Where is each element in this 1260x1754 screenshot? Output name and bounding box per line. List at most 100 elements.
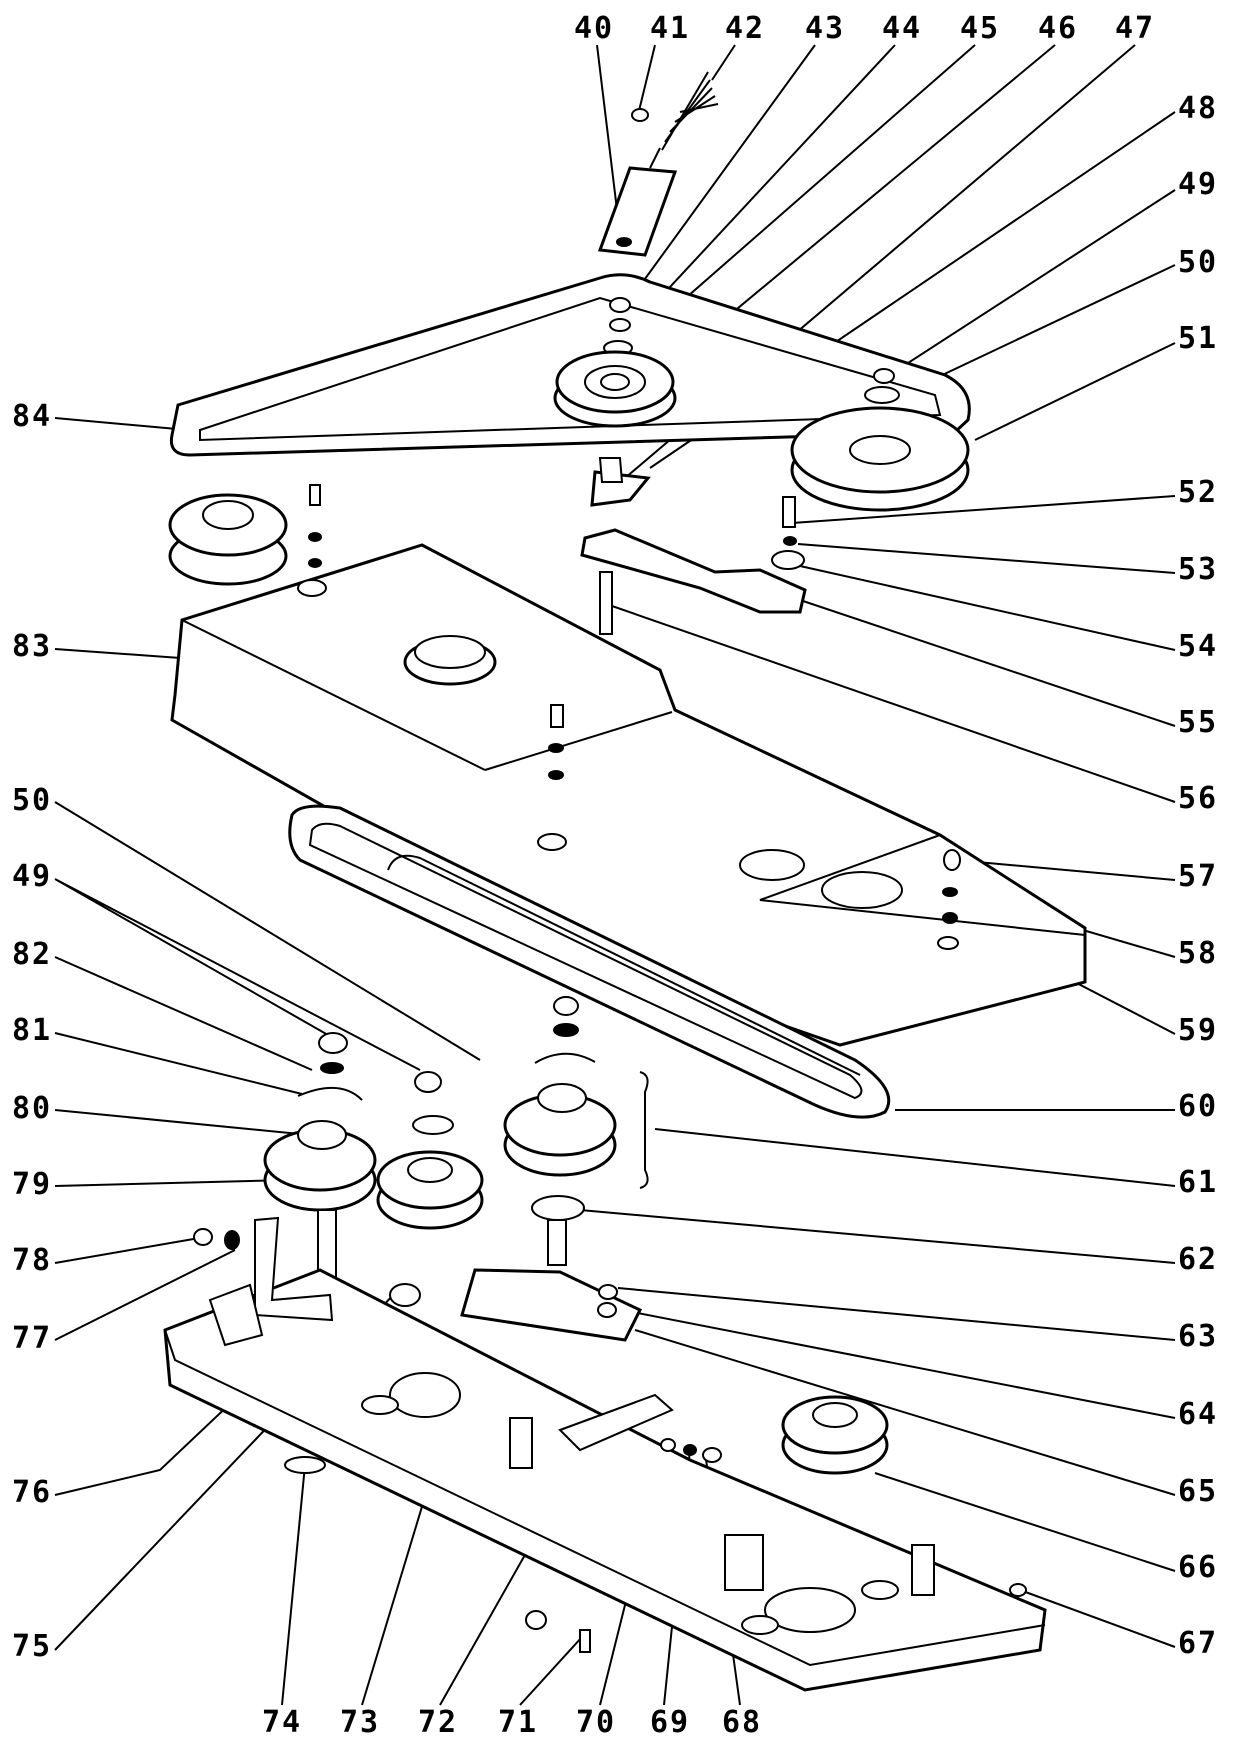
spacer-2: [724, 1534, 764, 1591]
leader-53: [797, 543, 1176, 574]
leader-81: [54, 1032, 303, 1095]
leader-40: [596, 44, 618, 211]
leader-56: [611, 605, 1176, 803]
toothed-belt-inner: [308, 822, 863, 1100]
callout-57: 57: [1178, 859, 1219, 894]
callout-75: 75: [12, 1629, 53, 1664]
leader-63: [617, 1287, 1176, 1341]
base-plate: [163, 1268, 1047, 1692]
callout-53: 53: [1178, 552, 1219, 587]
washer-50: [864, 386, 900, 404]
callout-77: 77: [12, 1321, 53, 1356]
callout-49: 49: [1178, 167, 1219, 202]
shaft-56: [599, 571, 613, 635]
plate-65: [460, 1268, 643, 1342]
callout-67: 67: [1178, 1626, 1219, 1661]
callout-60: 60: [1178, 1089, 1219, 1124]
plate-hole-2: [764, 1587, 856, 1633]
washer-44: [609, 318, 631, 332]
leader-51: [974, 342, 1176, 441]
spacer-1: [509, 1417, 533, 1469]
left-pulley-hub: [202, 500, 254, 530]
leader-44: [629, 44, 896, 331]
bolt-47: [598, 457, 624, 483]
nut-67: [1009, 1583, 1027, 1597]
washer-58: [942, 887, 958, 897]
callout-49-left: 49: [12, 859, 53, 894]
washer-77: [224, 1230, 240, 1250]
leader-79: [54, 1179, 291, 1187]
callout-74: 74: [261, 1705, 303, 1740]
bracket-hole: [616, 237, 632, 247]
callout-42: 42: [724, 11, 766, 46]
washer-82: [320, 1062, 344, 1074]
bushing-75: [389, 1283, 421, 1307]
leader-43: [625, 44, 816, 306]
gear-assemblies: [193, 996, 889, 1475]
circlip-center: [534, 1052, 596, 1064]
nut-70: [660, 1438, 676, 1452]
nut-loose: [525, 1610, 547, 1630]
nut-41: [631, 108, 649, 122]
callout-58: 58: [1178, 936, 1219, 971]
leader-77: [54, 1249, 236, 1341]
shaft-62: [547, 1219, 567, 1266]
gear-right-hub: [407, 1157, 453, 1183]
callout-81: 81: [12, 1013, 53, 1048]
leader-82: [54, 956, 313, 1071]
callout-50: 50: [1178, 245, 1219, 280]
bolt-78: [193, 1228, 213, 1246]
bracket-left: [208, 1283, 264, 1347]
callout-64: 64: [1178, 1397, 1219, 1432]
leader-64: [611, 1307, 1176, 1419]
nut-63: [598, 1284, 618, 1300]
plate-washer-2: [741, 1615, 779, 1635]
callout-61: 61: [1178, 1165, 1219, 1200]
leader-50-left: [54, 801, 481, 1061]
bolt-52: [782, 496, 796, 528]
leader-61: [654, 1128, 1176, 1187]
washer-cover-2: [548, 770, 564, 780]
bolt-cover: [550, 704, 564, 728]
cover-hole-4: [821, 871, 903, 909]
upper-assembly: [168, 71, 971, 635]
callout-84: 84: [12, 399, 53, 434]
callout-43: 43: [804, 11, 846, 46]
cover-edges: [181, 619, 1086, 936]
callout-65: 65: [1178, 1474, 1219, 1509]
nut-49: [873, 368, 895, 384]
spacer-68: [702, 1447, 722, 1463]
bolt-57: [943, 849, 961, 871]
washer-53: [783, 536, 797, 546]
leader-80: [54, 1109, 311, 1136]
callout-71: 71: [497, 1705, 539, 1740]
leader-42: [711, 44, 736, 81]
cover-assembly: [170, 543, 1087, 1047]
idler-pulley-bore: [600, 373, 630, 391]
assembly-brace: [639, 1071, 649, 1189]
leader-52: [791, 495, 1176, 524]
leader-74: [281, 1464, 306, 1706]
washer-left-1: [308, 532, 322, 542]
leader-54: [799, 565, 1176, 651]
drive-pulley-hub: [849, 435, 911, 465]
nut-49-right: [414, 1071, 442, 1093]
washer-54: [771, 550, 805, 570]
bracket-72: [558, 1393, 674, 1452]
callout-80: 80: [12, 1091, 53, 1126]
circlip-81: [297, 1086, 363, 1101]
cover-hole-5: [937, 936, 959, 950]
callout-56: 56: [1178, 781, 1219, 816]
bolt-71: [579, 1629, 591, 1653]
callout-69: 69: [649, 1705, 691, 1740]
washer-59: [942, 912, 958, 924]
foot-74: [284, 1456, 326, 1474]
base-plate-assembly: [163, 1216, 1047, 1692]
callout-73: 73: [339, 1705, 381, 1740]
leader-57: [954, 859, 1176, 881]
leader-73: [361, 1499, 425, 1706]
callout-82: 82: [12, 937, 53, 972]
callout-41: 41: [649, 11, 691, 46]
cover-hole-1: [297, 579, 327, 597]
